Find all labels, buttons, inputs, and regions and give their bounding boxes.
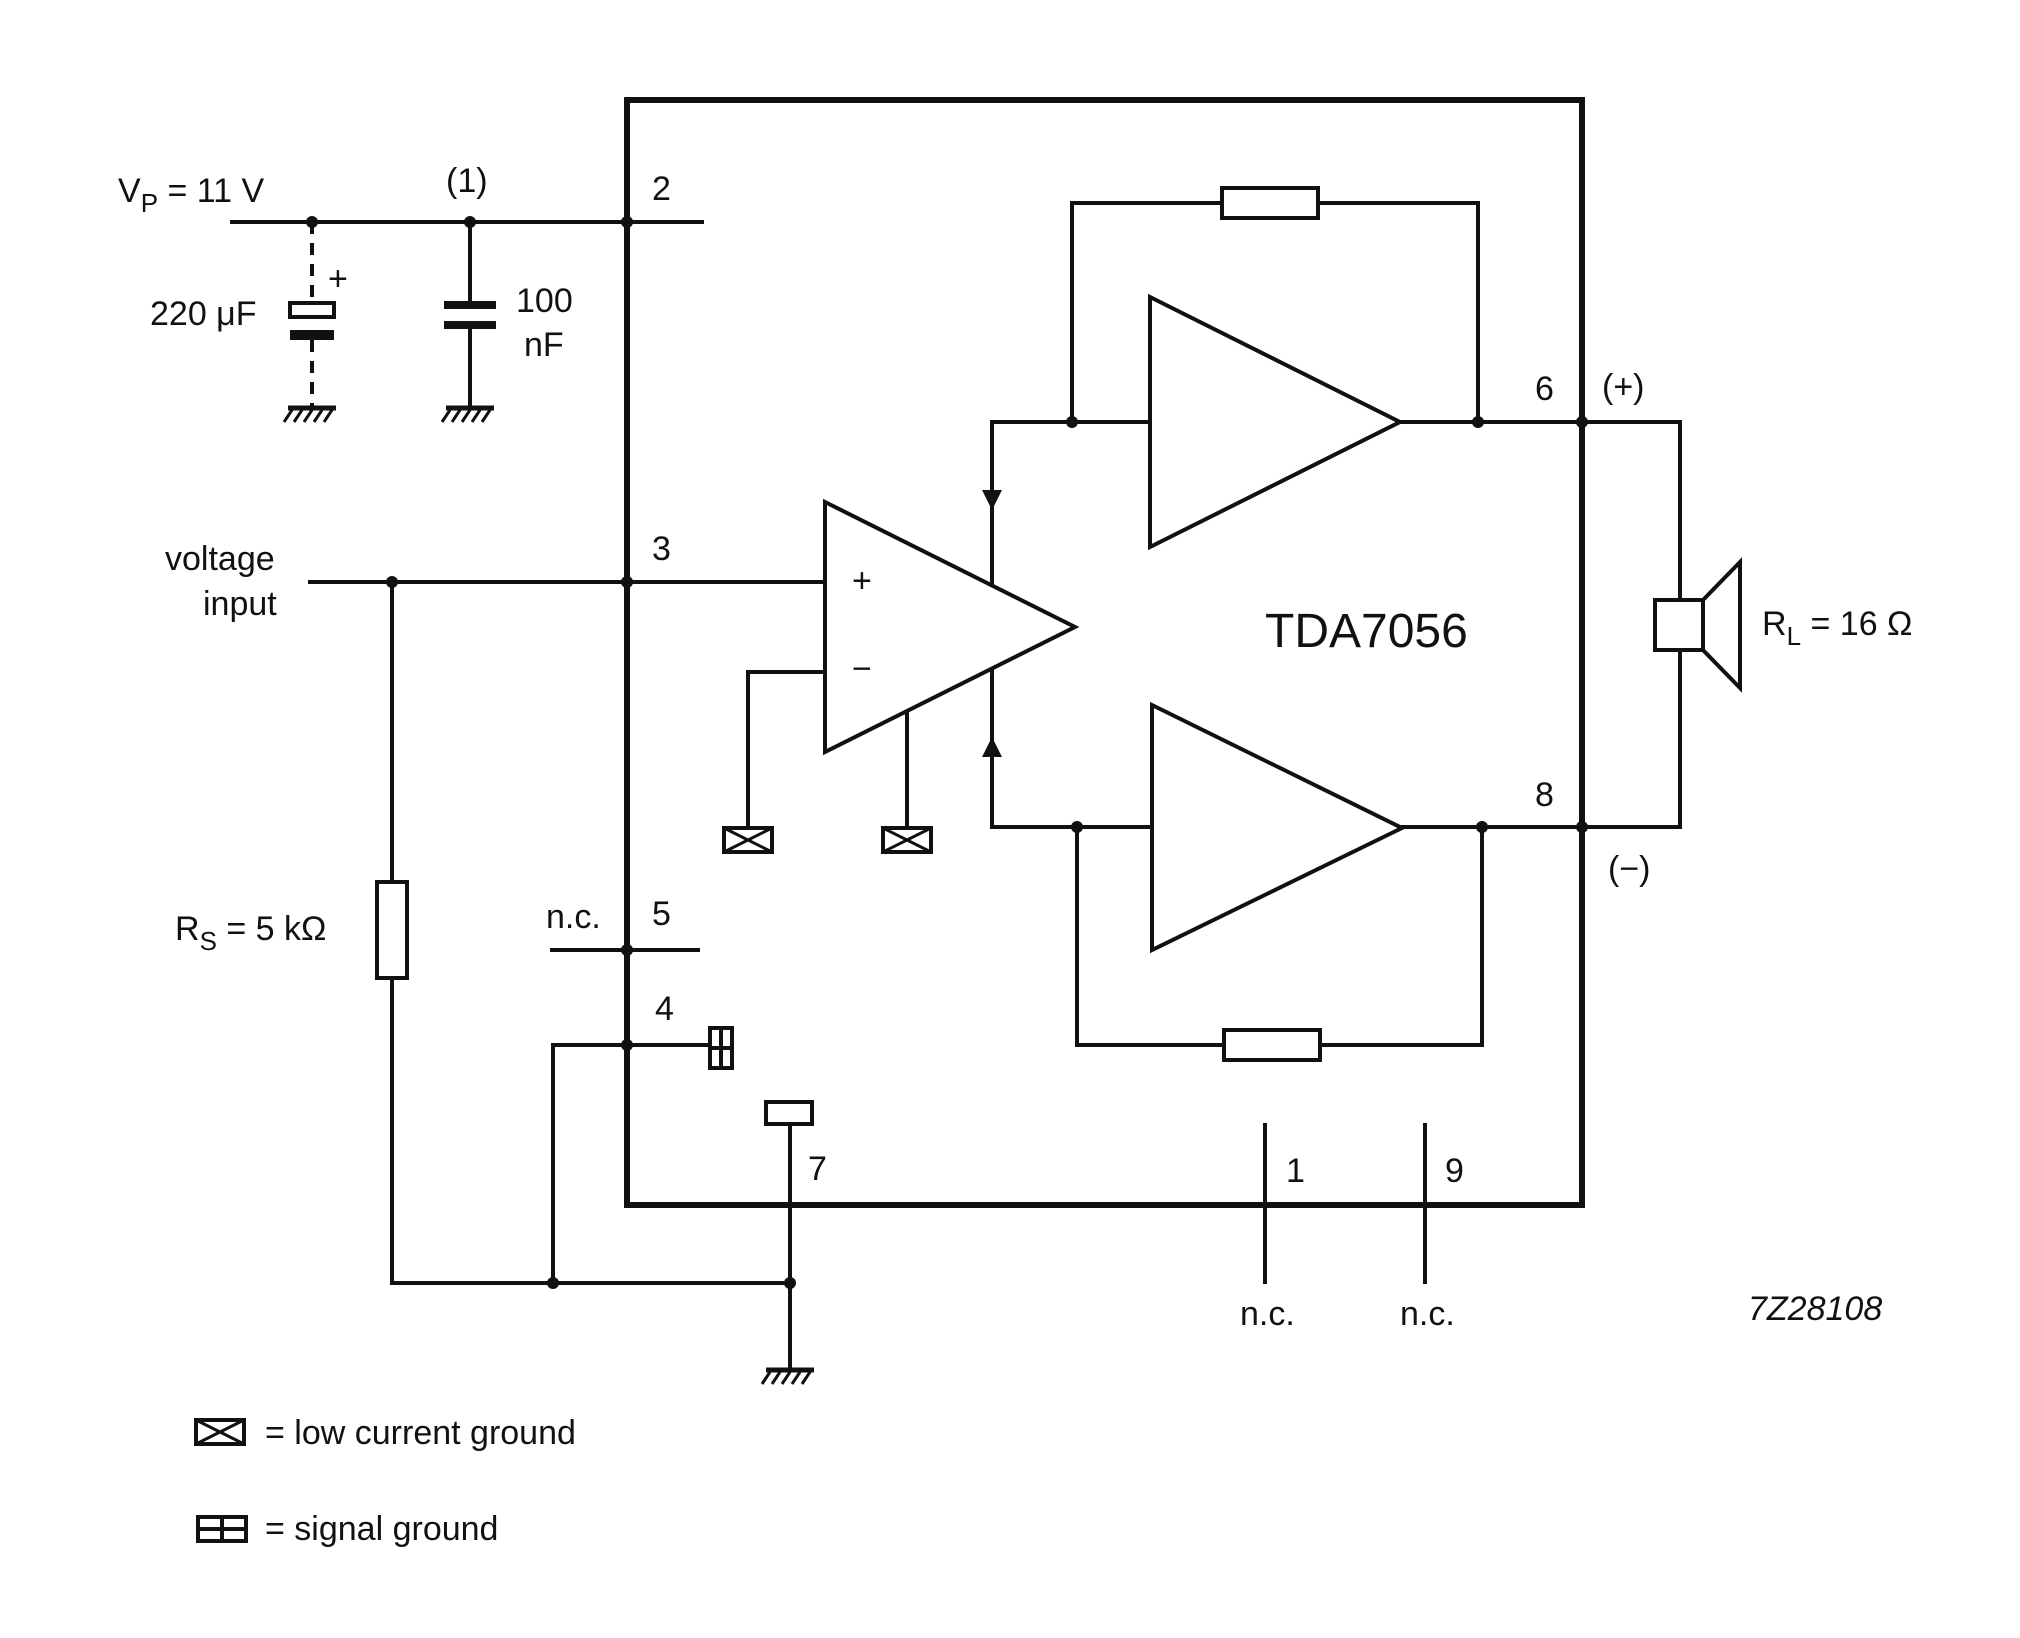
- load-label: RL = 16 Ω: [1762, 605, 1912, 651]
- pin-4-label: 4: [655, 990, 674, 1028]
- pin-9-label: 9: [1445, 1152, 1464, 1190]
- input-label-line2: input: [203, 585, 277, 623]
- pin-8-label: 8: [1535, 776, 1554, 814]
- electrolytic-capacitor: [284, 222, 336, 422]
- ic-outline: [624, 97, 1585, 1208]
- source-resistor-label: RS = 5 kΩ: [175, 910, 326, 956]
- input-opamp: [722, 498, 1080, 854]
- low-current-ground-icon: [722, 826, 774, 854]
- ceramic-unit: nF: [524, 326, 564, 364]
- ceramic-capacitor: [442, 220, 496, 422]
- pins-1-9: [1263, 1123, 1427, 1284]
- input-wire: [308, 576, 828, 1289]
- pin-9-nc: n.c.: [1400, 1295, 1455, 1333]
- opamp-minus: −: [852, 650, 872, 688]
- electrolytic-value: 220 μF: [150, 295, 257, 333]
- low-current-ground-icon: [881, 826, 933, 854]
- ground-icon: [762, 1370, 814, 1384]
- polarity-negative: (−): [1608, 850, 1651, 888]
- supply-rail: [230, 216, 704, 228]
- legend-signal-ground-icon: [196, 1515, 248, 1543]
- pin-7-wire: [762, 1100, 814, 1384]
- electrolytic-polarity: +: [328, 260, 348, 298]
- legend-low-current-ground: = low current ground: [265, 1414, 576, 1452]
- supply-label: VP = 11 V: [118, 172, 265, 218]
- legend: = low current ground = signal ground: [194, 1414, 576, 1548]
- pin-1-label: 1: [1286, 1152, 1305, 1190]
- ground-icon: [284, 408, 336, 422]
- upper-power-amp: [1066, 186, 1682, 551]
- pin-4-wire: [551, 1026, 734, 1285]
- pin-7-label: 7: [808, 1150, 827, 1188]
- pin-2-label: 2: [652, 170, 671, 208]
- supply-note: (1): [446, 162, 488, 200]
- polarity-positive: (+): [1602, 368, 1645, 406]
- figure-code: 7Z28108: [1748, 1290, 1882, 1328]
- ceramic-value: 100: [516, 282, 573, 320]
- ground-icon: [442, 408, 494, 422]
- opamp-plus: +: [852, 562, 872, 600]
- input-label-line1: voltage: [165, 540, 275, 578]
- lower-power-amp: [1071, 701, 1682, 1062]
- ic-name: TDA7056: [1265, 605, 1468, 658]
- pin-3-label: 3: [652, 530, 671, 568]
- pin-6-label: 6: [1535, 370, 1554, 408]
- pin-1-nc: n.c.: [1240, 1295, 1295, 1333]
- legend-signal-ground: = signal ground: [265, 1510, 498, 1548]
- loudspeaker-icon: [1653, 420, 1742, 829]
- legend-low-current-ground-icon: [194, 1418, 246, 1446]
- pin-5-label: 5: [652, 895, 671, 933]
- pin-5-nc: n.c.: [546, 898, 601, 936]
